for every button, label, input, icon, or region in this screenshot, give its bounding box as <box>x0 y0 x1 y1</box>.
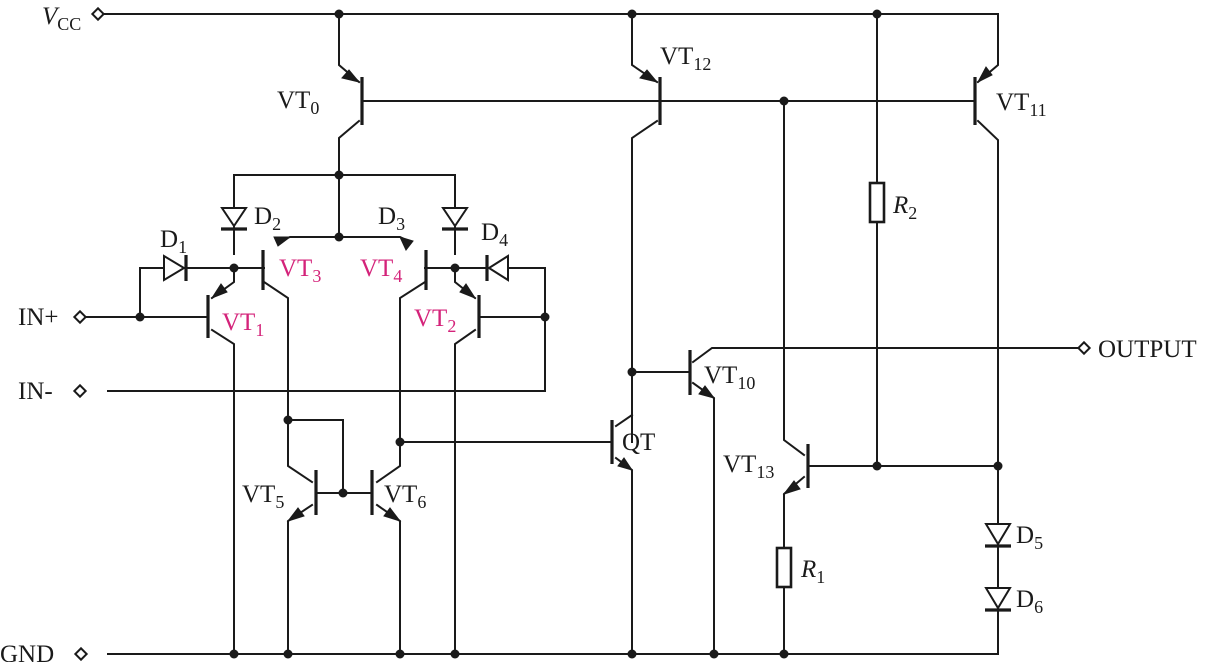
d2-label: D2 <box>254 203 281 234</box>
vt5-emitter-arrow <box>286 507 305 522</box>
diode-d1 <box>163 254 188 282</box>
vt10-emitter-arrow <box>698 385 716 399</box>
d3-label: D3 <box>378 203 405 234</box>
d5-label: D5 <box>1016 522 1043 553</box>
resistors <box>775 181 886 589</box>
vt6-emitter-wire <box>375 503 401 655</box>
in-minus-label: IN- <box>18 378 53 405</box>
vt6-label: VT6 <box>384 481 426 512</box>
vt4-label: VT4 <box>360 255 402 286</box>
d6-label: D6 <box>1016 586 1043 617</box>
vcc-terminal <box>90 6 106 22</box>
diode-d4 <box>485 254 509 282</box>
vt5-emitter-wire <box>287 503 314 655</box>
vt3-collector-wire <box>262 280 314 484</box>
resistor-r1 <box>775 546 793 589</box>
r2-label: R2 <box>892 192 917 223</box>
vt1-label: VT1 <box>222 309 264 340</box>
r1-label: R1 <box>800 556 825 587</box>
vt12-label: VT12 <box>660 43 711 74</box>
vt12-emitter-arrow <box>639 69 659 83</box>
vt3-vt4-emitter-wire <box>280 236 408 242</box>
terminals <box>72 6 1092 662</box>
vcc-label: VCC <box>42 3 81 34</box>
qt-collector-wire <box>614 413 634 428</box>
d1-wire <box>139 267 265 318</box>
vt2-label: VT2 <box>414 305 456 336</box>
vt3-emitter-arrow <box>273 236 292 247</box>
vt12-collector-wire <box>631 119 659 443</box>
vt10-label: VT10 <box>704 362 755 393</box>
vt0-label: VT0 <box>277 87 319 118</box>
emitter-arrows <box>210 66 993 522</box>
d4-label: D4 <box>481 219 508 250</box>
diode-d6 <box>984 587 1012 612</box>
vt11-collector-wire <box>976 119 999 655</box>
labels: VCC GND IN+ IN- OUTPUT VT0 VT12 VT11 D1 … <box>0 3 1197 662</box>
output-label: OUTPUT <box>1098 336 1197 363</box>
d1-label: D1 <box>160 226 187 257</box>
diode-d5 <box>984 523 1012 548</box>
vt10-collector-wire <box>691 347 1079 364</box>
qt-label: QT <box>622 429 655 456</box>
vt11-label: VT11 <box>996 89 1047 120</box>
vt12-emitter-wire <box>631 13 659 84</box>
transistor-bars <box>206 77 977 515</box>
vt13-emitter-arrow <box>782 480 801 495</box>
mirror-diode-wire <box>287 419 344 494</box>
vt4-collector-wire <box>375 280 427 484</box>
in-plus-label: IN+ <box>18 304 58 331</box>
in-plus-terminal <box>72 309 88 325</box>
junction-dots <box>135 9 1003 659</box>
vt1-collector-wire <box>210 328 235 655</box>
vt0-emitter-arrow <box>341 69 361 83</box>
vt13-collector-wire <box>783 100 806 457</box>
resistor-r2 <box>868 181 886 224</box>
qt-emitter-arrow <box>617 457 634 471</box>
diodes <box>163 207 1012 612</box>
vt0-collector-wire <box>338 119 361 238</box>
vt10-emitter-wire <box>691 381 715 655</box>
vcc-rail <box>103 13 999 84</box>
vt2-collector-wire <box>454 328 477 655</box>
gnd-label: GND <box>0 641 54 662</box>
vt1-emitter-arrow <box>210 283 228 300</box>
vt3-label: VT3 <box>279 255 321 286</box>
diode-d3 <box>441 207 469 231</box>
vt5-label: VT5 <box>242 481 284 512</box>
vt11-emitter-arrow <box>976 66 993 84</box>
output-terminal <box>1076 340 1092 356</box>
vt4-emitter-arrow <box>399 236 414 251</box>
gnd-terminal <box>73 646 89 662</box>
diode-d2 <box>220 207 248 231</box>
vt13-label: VT13 <box>723 451 774 482</box>
in-minus-terminal <box>72 383 88 399</box>
vt6-emitter-arrow <box>383 507 402 522</box>
d4-wire <box>424 267 546 392</box>
vt2-emitter-arrow <box>459 283 477 300</box>
qt-emitter-wire <box>614 456 633 655</box>
